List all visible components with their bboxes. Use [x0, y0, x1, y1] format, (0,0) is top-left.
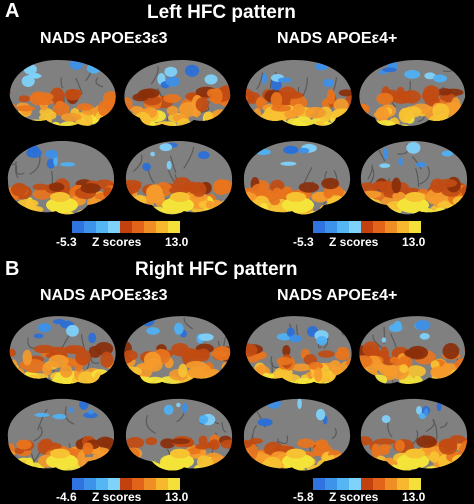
colorbar-swatch — [132, 221, 144, 233]
panel-b-group-1-scale-max: 13.0 — [165, 490, 189, 504]
colorbar-swatch — [361, 478, 373, 490]
colorbar-swatch — [108, 221, 120, 233]
colorbar-swatch — [349, 478, 361, 490]
colorbar-swatch — [156, 478, 168, 490]
colorbar-swatch — [385, 478, 397, 490]
panel-a-group-2-lateral-left-brain — [245, 60, 352, 127]
panel-b-group-1-medial-left-brain — [7, 398, 115, 471]
colorbar-swatch — [325, 478, 337, 490]
panel-b-group-1-lateral-left-brain — [9, 316, 116, 384]
colorbar-swatch — [144, 478, 156, 490]
panel-b-group-1-colorbar — [72, 478, 180, 490]
panel-b-group-1-scale-label: Z scores — [92, 490, 142, 504]
panel-a-group-1-scale-label: Z scores — [92, 235, 142, 249]
panel-b-group-2-medial-right-brain — [360, 398, 468, 471]
colorbar-swatch — [313, 478, 325, 490]
colorbar-swatch — [397, 221, 409, 233]
colorbar-swatch — [84, 221, 96, 233]
colorbar-swatch — [409, 478, 421, 490]
panel-b-group-1-title: NADS APOEε3ε3 — [40, 287, 168, 304]
colorbar-swatch — [168, 478, 180, 490]
panel-a-group-1-lateral-right-brain — [124, 60, 231, 127]
panel-a-group-1-scale-max: 13.0 — [165, 235, 189, 249]
panel-a-title: Left HFC pattern — [147, 2, 296, 23]
colorbar-swatch — [96, 478, 108, 490]
colorbar-swatch — [120, 478, 132, 490]
panel-a-group-2-scale-label: Z scores — [329, 235, 379, 249]
panel-a-group-2-medial-right-brain — [360, 141, 468, 215]
colorbar-swatch — [409, 221, 421, 233]
colorbar-swatch — [349, 221, 361, 233]
panel-b-group-2-scale-label: Z scores — [329, 490, 379, 504]
panel-a-group-2-colorbar — [313, 221, 421, 233]
colorbar-swatch — [337, 478, 349, 490]
panel-a-group-2-lateral-right-brain — [359, 60, 466, 127]
panel-b-group-2-colorbar — [313, 478, 421, 490]
panel-a-group-2-scale-max: 13.0 — [402, 235, 426, 249]
panel-a-group-1-title: NADS APOEε3ε3 — [40, 30, 168, 47]
panel-b-group-2-title: NADS APOEε4+ — [277, 287, 398, 304]
colorbar-swatch — [361, 221, 373, 233]
panel-b-group-1-scale-min: -4.6 — [56, 490, 77, 504]
colorbar-swatch — [397, 478, 409, 490]
colorbar-swatch — [108, 478, 120, 490]
colorbar-swatch — [373, 478, 385, 490]
panel-a-group-1-lateral-left-brain — [9, 60, 116, 127]
panel-a-group-2-medial-left-brain — [243, 141, 351, 215]
panel-b-group-1-medial-right-brain — [125, 398, 233, 471]
panel-b-group-2-lateral-left-brain — [245, 316, 352, 384]
panel-b-title: Right HFC pattern — [135, 259, 298, 280]
panel-a-group-1-medial-left-brain — [7, 141, 115, 215]
colorbar-swatch — [156, 221, 168, 233]
panel-b-group-2-scale-min: -5.8 — [293, 490, 314, 504]
panel-a-group-1-colorbar — [72, 221, 180, 233]
colorbar-swatch — [385, 221, 397, 233]
panel-a-letter: A — [5, 0, 20, 22]
panel-a-group-2-title: NADS APOEε4+ — [277, 30, 398, 47]
colorbar-swatch — [337, 221, 349, 233]
colorbar-swatch — [144, 221, 156, 233]
colorbar-swatch — [72, 478, 84, 490]
panel-a-group-2-scale-min: -5.3 — [293, 235, 314, 249]
colorbar-swatch — [373, 221, 385, 233]
colorbar-swatch — [325, 221, 337, 233]
colorbar-swatch — [120, 221, 132, 233]
colorbar-swatch — [96, 221, 108, 233]
colorbar-swatch — [313, 221, 325, 233]
colorbar-swatch — [168, 221, 180, 233]
colorbar-swatch — [72, 221, 84, 233]
panel-b-group-2-lateral-right-brain — [359, 316, 466, 384]
panel-b-group-2-medial-left-brain — [243, 398, 351, 471]
colorbar-swatch — [84, 478, 96, 490]
panel-a-group-1-medial-right-brain — [125, 141, 233, 215]
panel-b-group-1-lateral-right-brain — [124, 316, 231, 384]
panel-b-group-2-scale-max: 13.0 — [402, 490, 426, 504]
panel-b-letter: B — [5, 258, 20, 280]
panel-a-group-1-scale-min: -5.3 — [56, 235, 77, 249]
colorbar-swatch — [132, 478, 144, 490]
